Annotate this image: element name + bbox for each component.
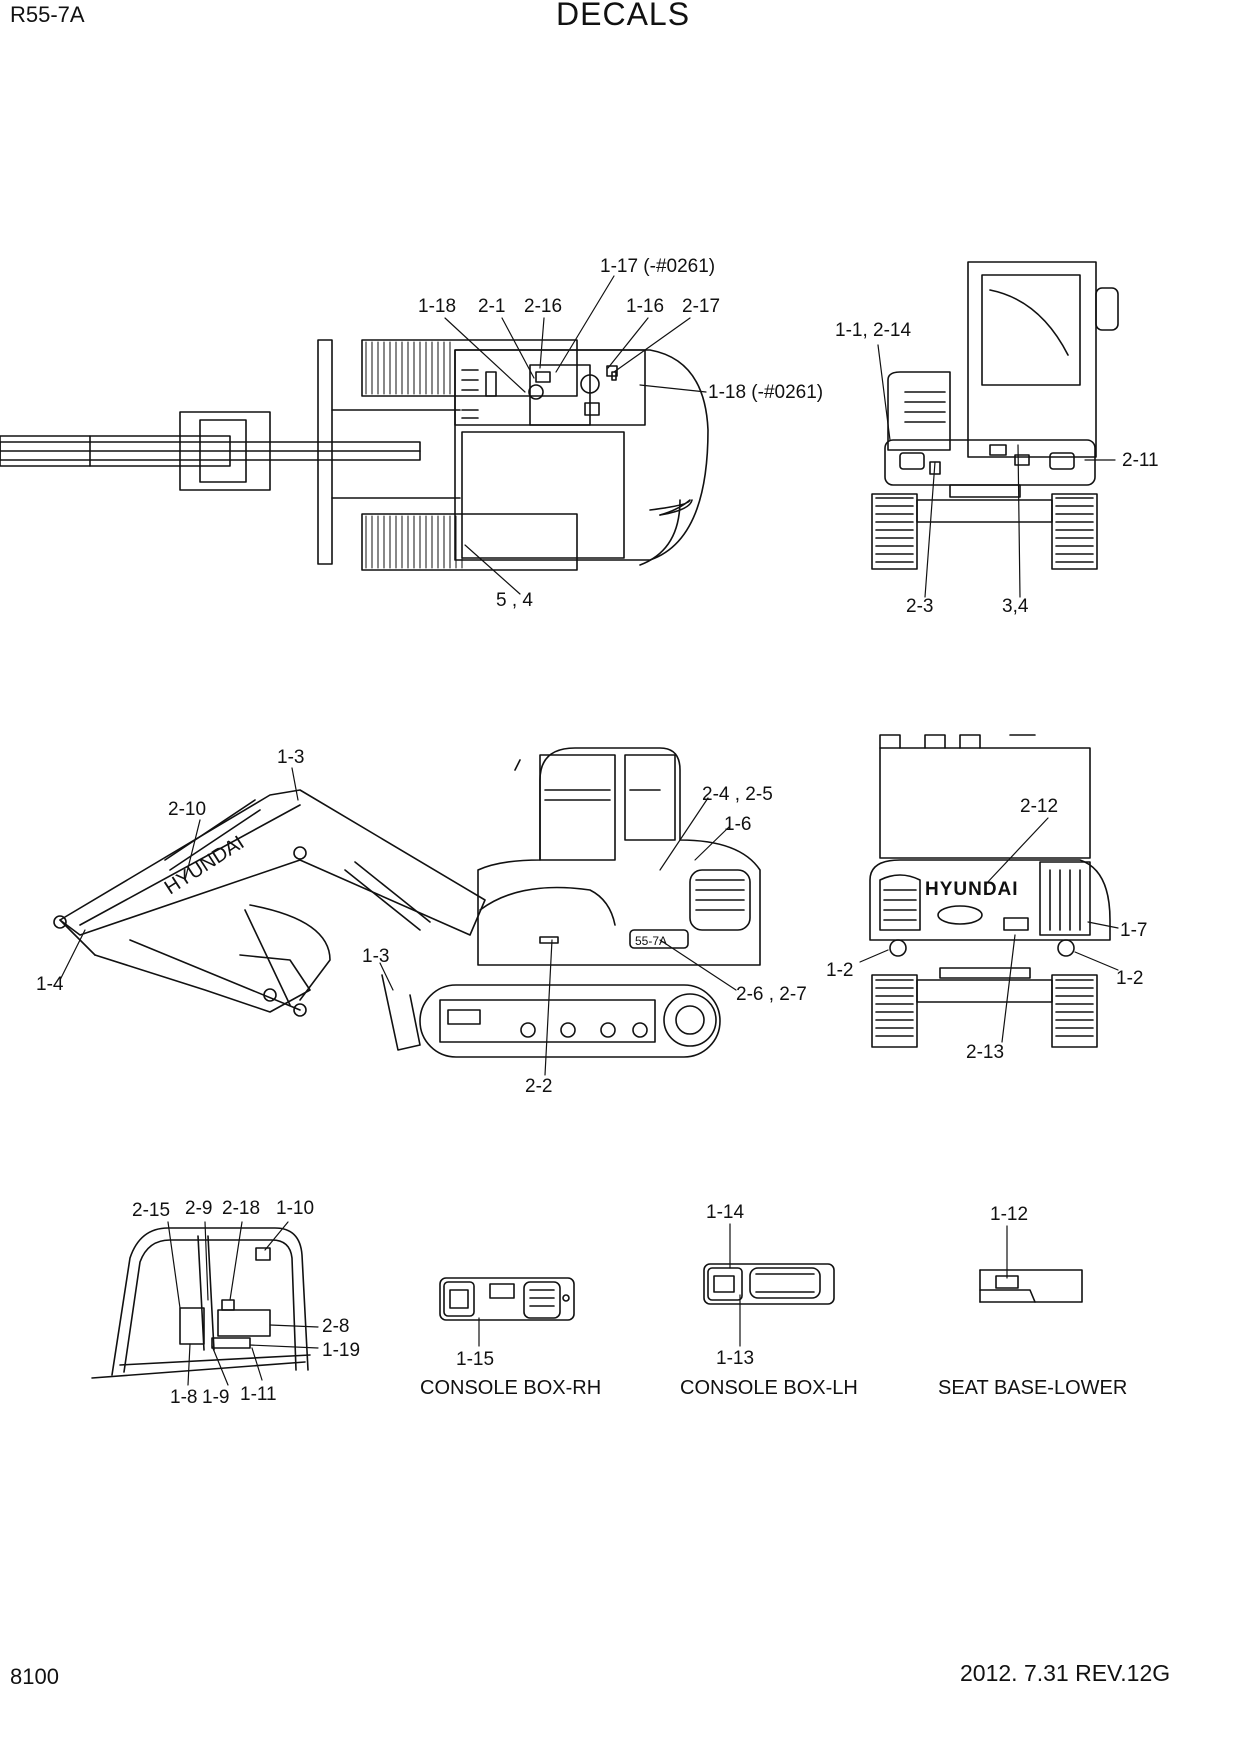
- callout: 2-17: [682, 296, 720, 317]
- callout: 1-13: [716, 1348, 754, 1369]
- callout: 2-2: [525, 1076, 552, 1097]
- callout: 2-4 , 2-5: [702, 784, 773, 805]
- callout: 1-15: [456, 1349, 494, 1370]
- callout: 1-14: [706, 1202, 744, 1223]
- console-lh-caption: CONSOLE BOX-LH: [680, 1377, 858, 1399]
- callout-labels: 1-17 (-#0261) 1-18 2-1 2-16 1-16 2-17 1-…: [36, 256, 1159, 1408]
- revision-date: 2012. 7.31 REV.12G: [960, 1660, 1171, 1686]
- callout: 3,4: [1002, 596, 1029, 617]
- callout: 2-3: [906, 596, 933, 617]
- front-view: HYUNDAI: [869, 734, 1111, 1048]
- callout: 2-10: [168, 799, 206, 820]
- callout: 1-17 (-#0261): [600, 256, 715, 277]
- seat-base-lower: [979, 1269, 1083, 1303]
- callout: 1-12: [990, 1204, 1028, 1225]
- page-number: 8100: [10, 1664, 59, 1689]
- callout: 2-6 , 2-7: [736, 984, 807, 1005]
- track-treads: [365, 341, 463, 569]
- callout: 2-1: [478, 296, 505, 317]
- callout: 1-4: [36, 974, 64, 995]
- callout: 1-2: [826, 960, 853, 981]
- callout: 1-19: [322, 1340, 360, 1361]
- console-rh-caption: CONSOLE BOX-RH: [420, 1377, 601, 1399]
- rear-view: [871, 261, 1119, 570]
- callout: 1-18 (-#0261): [708, 382, 823, 403]
- callout: 1-3: [277, 747, 304, 768]
- callout: 1-11: [240, 1384, 277, 1405]
- callout: 5 , 4: [496, 590, 533, 611]
- callout: 1-7: [1120, 920, 1147, 941]
- callout: 1-3: [362, 946, 389, 967]
- side-view: HYUNDAI 55-7A: [53, 747, 761, 1058]
- leader-lines: [59, 275, 1119, 1386]
- callout: 1-1, 2-14: [835, 320, 911, 341]
- callout: 2-12: [1020, 796, 1058, 817]
- console-box-lh: [703, 1263, 835, 1305]
- callout: 1-2: [1116, 968, 1143, 989]
- seat-base-caption: SEAT BASE-LOWER: [938, 1377, 1127, 1399]
- callout: 1-10: [276, 1198, 314, 1219]
- callout: 2-15: [132, 1200, 170, 1221]
- callout: 2-8: [322, 1316, 349, 1337]
- cab-interior-view: [91, 1227, 311, 1379]
- boom-brand-decal: HYUNDAI: [161, 832, 248, 899]
- callout: 1-9: [202, 1387, 229, 1408]
- model-number: R55-7A: [10, 2, 85, 27]
- page-title: DECALS: [556, 0, 691, 32]
- counterweight-brand-decal: HYUNDAI: [925, 879, 1019, 900]
- callout: 1-16: [626, 296, 664, 317]
- top-view: [0, 339, 709, 571]
- callout: 1-18: [418, 296, 456, 317]
- callout: 2-16: [524, 296, 562, 317]
- callout: 2-13: [966, 1042, 1004, 1063]
- callout: 1-6: [724, 814, 751, 835]
- console-box-rh: [439, 1277, 575, 1321]
- callout: 2-18: [222, 1198, 260, 1219]
- callout: 2-9: [185, 1198, 212, 1219]
- callout: 1-8: [170, 1387, 197, 1408]
- callout: 2-11: [1122, 450, 1159, 471]
- model-badge: 55-7A: [635, 934, 667, 948]
